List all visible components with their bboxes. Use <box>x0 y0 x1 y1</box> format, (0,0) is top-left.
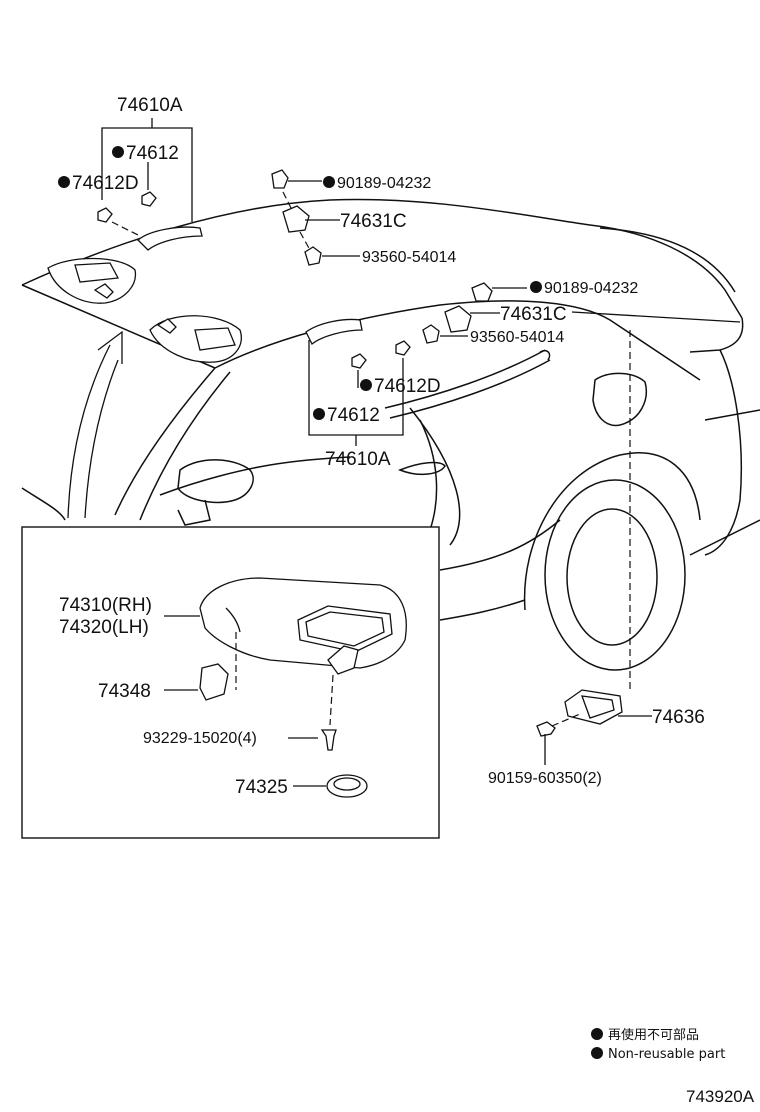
callout-74612D-upper: 74612D <box>72 173 139 194</box>
callout-74631C-b: 74631C <box>500 304 567 325</box>
legend-non-reusable-jp: 再使用不可部品 <box>608 1027 699 1043</box>
legend-dot-en <box>591 1047 603 1059</box>
non-reusable-dot <box>323 176 335 188</box>
callout-74348: 74348 <box>98 681 151 702</box>
non-reusable-dot <box>58 176 70 188</box>
callout-74636: 74636 <box>652 707 705 728</box>
callout-74612-upper: 74612 <box>126 143 179 164</box>
non-reusable-dot <box>530 281 542 293</box>
front-visor-recess <box>47 257 242 363</box>
direction-arrow <box>67 330 123 519</box>
non-reusable-dot <box>112 146 124 158</box>
vehicle-body-outline <box>21 198 760 671</box>
clip-set-upper: 90189-04232 74631C 93560-54014 <box>271 169 456 266</box>
assist-grip-upper: 74610A 74612 74612D <box>58 95 203 251</box>
callout-90159-60350: 90159-60350(2) <box>488 770 602 787</box>
figure-code: 743920A <box>686 1087 755 1106</box>
callout-93560-54014-a: 93560-54014 <box>362 249 456 266</box>
callout-90189-04232-a: 90189-04232 <box>337 175 431 192</box>
callout-74325: 74325 <box>235 777 288 798</box>
bracket-74636: 74636 90159-60350(2) <box>488 689 705 787</box>
callout-90189-04232-b: 90189-04232 <box>544 280 638 297</box>
callout-74612-lower: 74612 <box>327 405 380 426</box>
callout-93560-54014-b: 93560-54014 <box>470 329 564 346</box>
callout-74610A-upper: 74610A <box>117 95 183 116</box>
callout-74310-rh: 74310(RH) <box>59 595 152 616</box>
non-reusable-dot <box>360 379 372 391</box>
legend-dot-jp <box>591 1028 603 1040</box>
assist-grip-lower: 74612D 74612 74610A <box>305 318 441 470</box>
non-reusable-dot <box>313 408 325 420</box>
callout-74612D-lower: 74612D <box>374 376 441 397</box>
callout-93229-15020: 93229-15020(4) <box>143 730 257 747</box>
callout-74631C-a: 74631C <box>340 211 407 232</box>
callout-74320-lh: 74320(LH) <box>59 617 149 638</box>
callout-74610A-lower: 74610A <box>325 449 391 470</box>
legend-non-reusable-en: Non-reusable part <box>608 1047 725 1062</box>
clip-set-lower: 90189-04232 74631C 93560-54014 <box>422 280 741 346</box>
legend: 再使用不可部品 Non-reusable part <box>591 1027 725 1062</box>
sun-visor-inset: 74310(RH) 74320(LH) 74348 93229-15020(4)… <box>21 526 440 839</box>
